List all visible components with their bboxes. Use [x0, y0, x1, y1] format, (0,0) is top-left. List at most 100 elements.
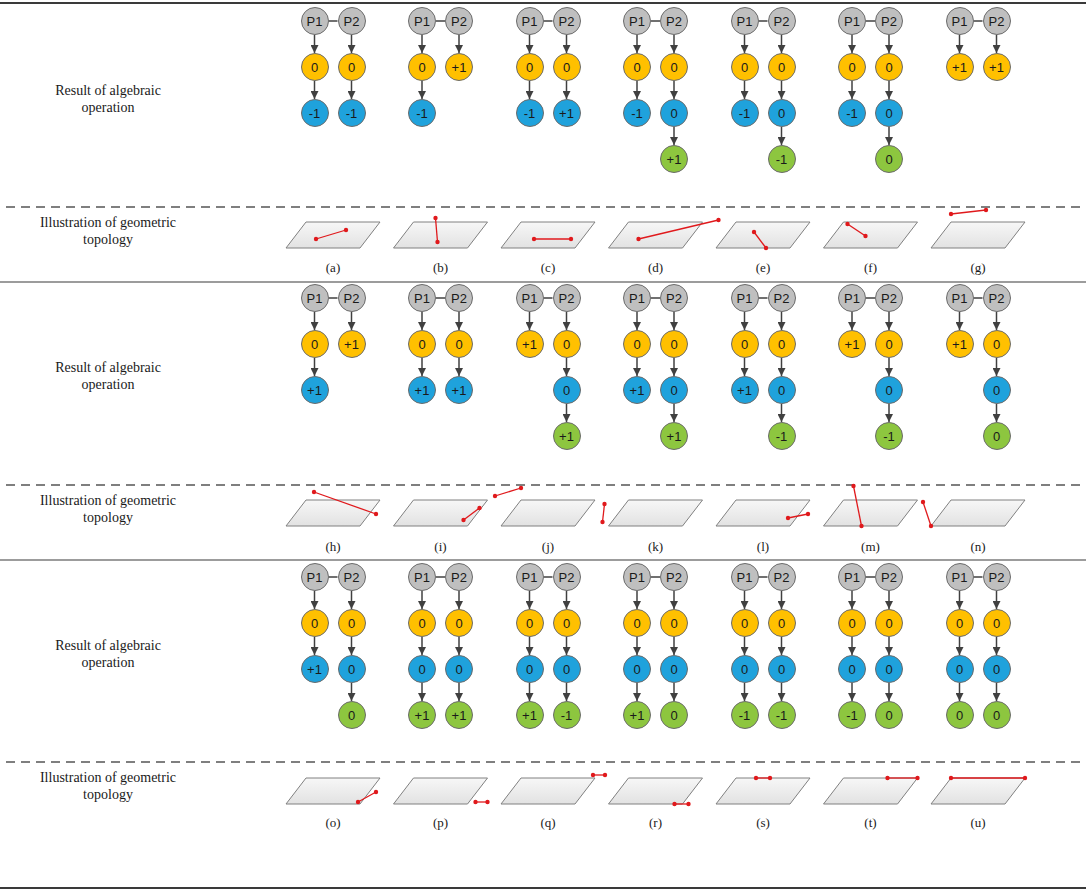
level2-circle: 0 — [875, 376, 903, 404]
node-text: 0 — [993, 709, 1000, 722]
level1-circle: 0 — [875, 330, 903, 358]
node-text: +1 — [307, 663, 322, 676]
plane-illustration — [824, 484, 918, 528]
level2-circle: 0 — [875, 655, 903, 683]
level2-circle: +1 — [553, 99, 581, 127]
row-label: Illustration of geometric topology — [38, 770, 178, 804]
point-circle: P2 — [875, 563, 903, 591]
case-label: (u) — [970, 816, 985, 830]
node-text: P2 — [666, 571, 682, 584]
node-text: 0 — [993, 430, 1000, 443]
node-text: P1 — [737, 292, 753, 305]
node-text: 0 — [993, 384, 1000, 397]
node-text: 0 — [455, 338, 462, 351]
arrow-connector — [888, 81, 890, 99]
plane-illustration — [286, 490, 380, 526]
arrow-connector — [351, 81, 353, 99]
level2-circle: 0 — [731, 655, 759, 683]
point-circle: P2 — [445, 284, 473, 312]
level1-circle: 0 — [768, 330, 796, 358]
level3-circle: -1 — [838, 701, 866, 729]
arrow-connector — [314, 358, 316, 376]
endpoint — [374, 790, 378, 794]
arrow-connector — [673, 637, 675, 655]
row-label: Illustration of geometric topology — [38, 493, 178, 527]
endpoint — [485, 800, 489, 804]
level1-circle: +1 — [946, 53, 974, 81]
row-label: Result of algebraic operation — [38, 638, 178, 672]
node-text: +1 — [667, 153, 682, 166]
plane — [931, 500, 1025, 526]
level2-circle: 0 — [553, 655, 581, 683]
arrow-connector — [314, 312, 316, 330]
node-text: P2 — [559, 15, 575, 28]
arrow-connector — [351, 35, 353, 53]
level1-circle: 0 — [516, 53, 544, 81]
link-line — [651, 576, 660, 578]
link-line — [544, 297, 553, 299]
level1-circle: 0 — [623, 609, 651, 637]
node-text: 0 — [526, 663, 533, 676]
plane — [931, 222, 1025, 248]
plane-illustration — [931, 776, 1027, 804]
level3-circle: +1 — [623, 701, 651, 729]
point-circle: P2 — [660, 563, 688, 591]
node-text: P2 — [774, 292, 790, 305]
arrow-connector — [566, 591, 568, 609]
arrow-connector — [959, 312, 961, 330]
level2-circle: -1 — [838, 99, 866, 127]
level3-circle: -1 — [768, 701, 796, 729]
case-label: (o) — [325, 816, 340, 830]
node-text: -1 — [561, 709, 573, 722]
arrow-connector — [888, 637, 890, 655]
arrow-connector — [421, 35, 423, 53]
node-text: 0 — [526, 61, 533, 74]
plane — [394, 222, 488, 248]
plane — [824, 778, 918, 804]
plane-illustration — [921, 500, 1025, 528]
arrow-connector — [351, 591, 353, 609]
level3-circle: +1 — [660, 422, 688, 450]
node-text: +1 — [845, 338, 860, 351]
case-label: (s) — [756, 816, 770, 830]
level1-circle: 0 — [553, 53, 581, 81]
arrow-connector — [888, 404, 890, 422]
link-line — [329, 576, 338, 578]
level1-circle: 0 — [875, 609, 903, 637]
arrow-connector — [529, 591, 531, 609]
point-circle: P2 — [445, 563, 473, 591]
node-text: 0 — [670, 61, 677, 74]
segment — [436, 218, 438, 242]
arrow-connector — [781, 312, 783, 330]
arrow-connector — [888, 683, 890, 701]
node-text: +1 — [452, 61, 467, 74]
arrow-connector — [781, 404, 783, 422]
arrow-connector — [744, 358, 746, 376]
arrow-connector — [851, 312, 853, 330]
level1-circle: 0 — [660, 53, 688, 81]
level2-circle: 0 — [445, 655, 473, 683]
segment — [754, 232, 766, 248]
node-text: 0 — [885, 663, 892, 676]
case-label: (g) — [970, 261, 985, 275]
arrow-connector — [744, 591, 746, 609]
plane — [286, 500, 380, 526]
arrow-connector — [566, 637, 568, 655]
plane-illustration — [493, 486, 595, 526]
segment — [848, 224, 866, 236]
node-text: 0 — [633, 61, 640, 74]
node-text: P2 — [451, 571, 467, 584]
point-circle: P1 — [731, 563, 759, 591]
endpoint — [314, 237, 318, 241]
arrow-connector — [636, 591, 638, 609]
node-text: -1 — [846, 107, 858, 120]
node-text: -1 — [631, 107, 643, 120]
node-text: -1 — [846, 709, 858, 722]
node-text: 0 — [311, 338, 318, 351]
node-text: P2 — [989, 292, 1005, 305]
level3-circle: 0 — [660, 701, 688, 729]
endpoint — [569, 237, 573, 241]
node-text: P1 — [522, 292, 538, 305]
node-text: P2 — [344, 292, 360, 305]
